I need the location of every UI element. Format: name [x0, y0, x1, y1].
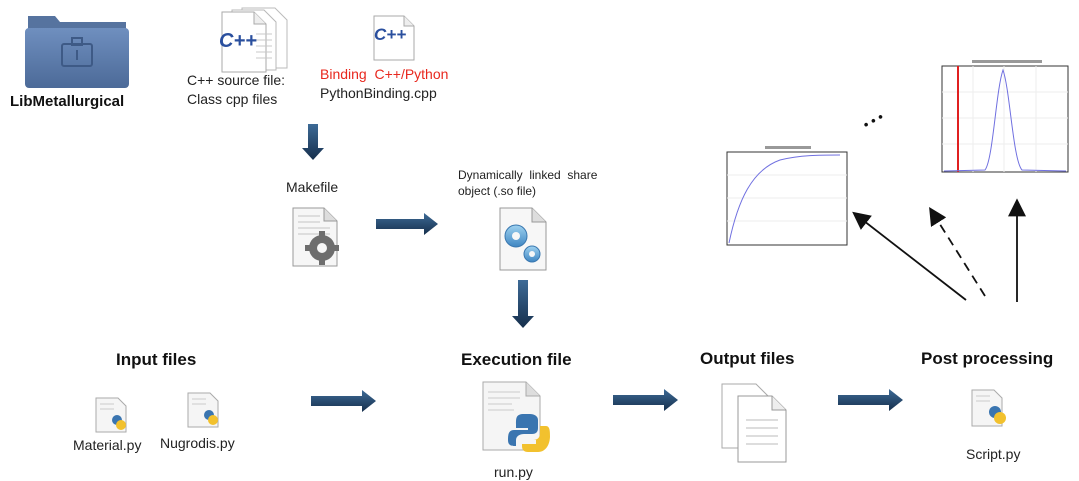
arrow-post-to-fraction-plot — [852, 211, 967, 301]
run-file-icon — [482, 381, 550, 452]
binding-file-icon — [373, 15, 415, 61]
arrow-source-to-makefile — [302, 124, 324, 160]
material-file-icon — [95, 397, 127, 433]
library-folder-icon — [25, 16, 129, 88]
arrow-so-to-execution — [512, 280, 534, 328]
script-file-icon — [971, 389, 1006, 427]
stage-execution-title: Execution file — [461, 350, 572, 369]
shared-object-line2: object (.so file) — [458, 184, 537, 198]
arrow-makefile-to-so — [376, 213, 438, 235]
arrow-output-to-post — [838, 389, 903, 411]
binding-badge: C++ — [374, 25, 407, 44]
stage-input-title: Input files — [116, 350, 197, 369]
output-files-icon — [721, 383, 787, 463]
binding-line1: Binding C++/Python — [320, 66, 449, 82]
run-file-label: run.py — [494, 464, 533, 480]
arrow-input-to-execution — [311, 390, 376, 412]
shared-object-icon — [499, 207, 547, 271]
makefile-icon — [292, 207, 339, 267]
cpp-source-file-icon — [221, 7, 288, 73]
script-file-label: Script.py — [966, 446, 1021, 462]
cpp-source-badge: C++ — [219, 30, 257, 52]
fraction-plot-thumbnail — [726, 146, 848, 246]
material-file-label: Material.py — [73, 437, 142, 453]
makefile-label: Makefile — [286, 179, 339, 195]
nugrodis-file-icon — [187, 392, 219, 428]
cpp-source-line1: C++ source file: — [187, 72, 286, 88]
nugrodis-file-label: Nugrodis.py — [160, 435, 235, 451]
distribution-plot-thumbnail — [941, 60, 1069, 173]
binding-line2: PythonBinding.cpp — [320, 85, 437, 101]
cpp-source-line2: Class cpp files — [187, 91, 278, 107]
arrow-execution-to-output — [613, 389, 678, 411]
stage-post-title: Post processing — [921, 349, 1054, 368]
stage-output-title: Output files — [700, 349, 795, 368]
library-label: LibMetallurgical — [10, 93, 125, 110]
shared-object-line1: Dynamically linked share — [458, 168, 598, 182]
arrow-post-to-more-plots — [929, 206, 986, 297]
